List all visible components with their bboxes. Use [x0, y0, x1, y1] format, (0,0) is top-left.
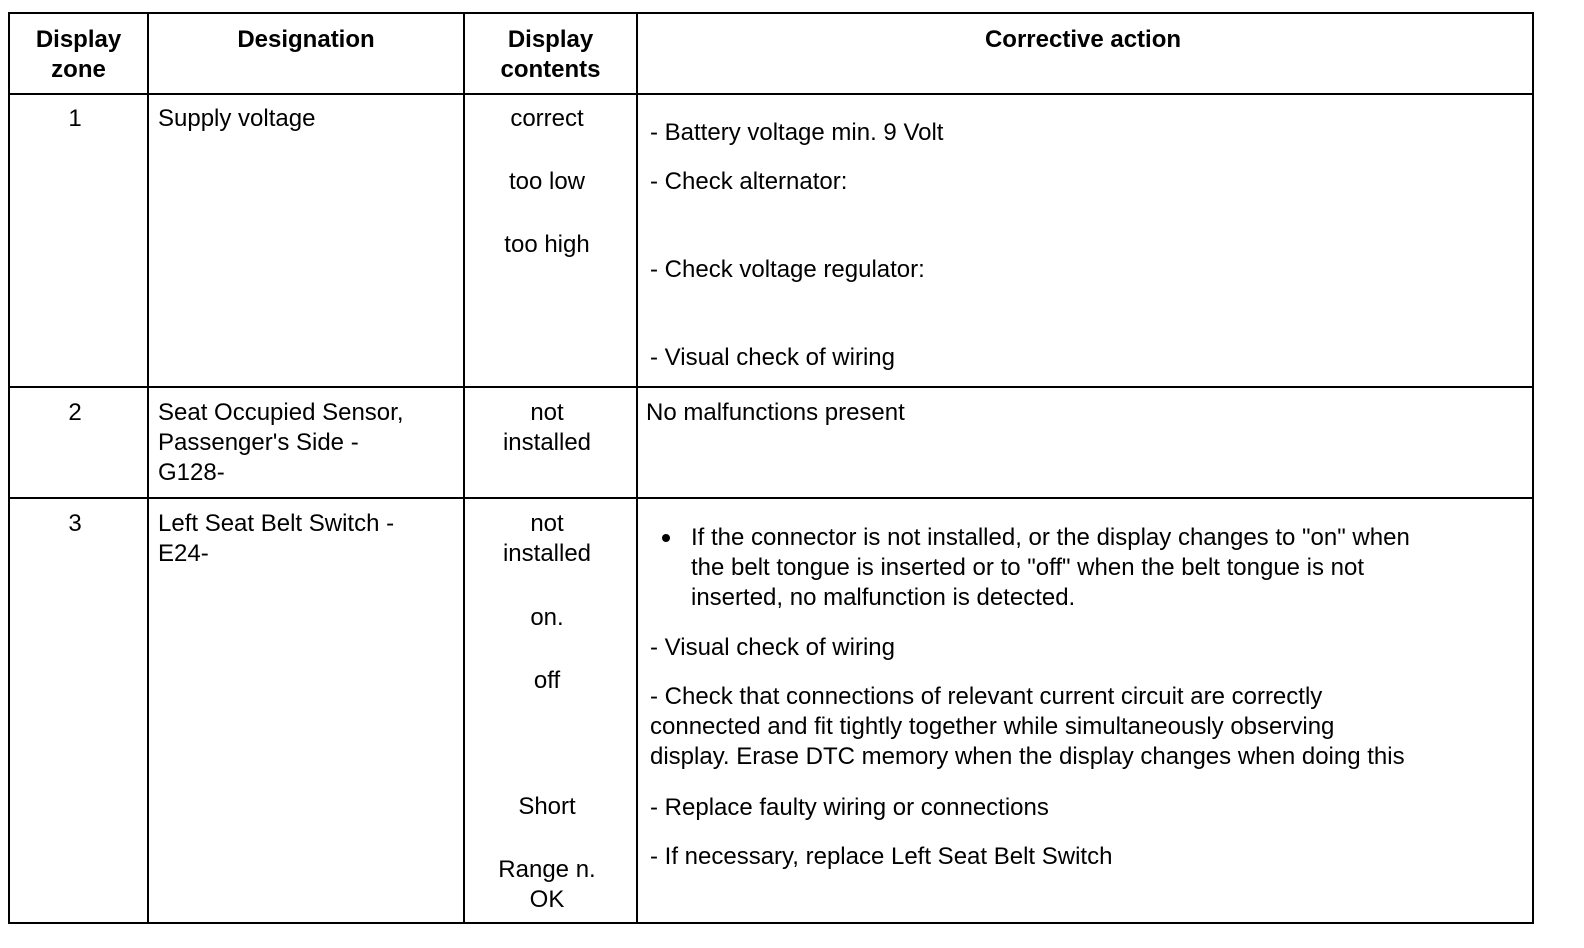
row-divider	[10, 386, 1532, 388]
header-designation: Designation	[237, 26, 375, 53]
row3-content: on.	[530, 604, 564, 631]
diagnostic-table: Display zone Designation Display content…	[8, 12, 1534, 924]
row3-designation: Left Seat Belt Switch - E24-	[158, 509, 394, 569]
column-divider	[463, 14, 465, 922]
bullet-line: inserted, no malfunction is detected.	[691, 584, 1076, 611]
row1-action: - Visual check of wiring	[650, 344, 895, 371]
content-line: Range n.	[498, 856, 596, 883]
column-divider	[147, 14, 149, 922]
row-divider	[10, 497, 1532, 499]
content-line: not	[530, 399, 564, 426]
row2-designation: Seat Occupied Sensor, Passenger's Side -…	[158, 398, 403, 488]
designation-line: Passenger's Side -	[158, 429, 359, 456]
header-text: Display	[35, 26, 122, 53]
row3-bullet-text: If the connector is not installed, or th…	[691, 523, 1410, 613]
row-divider	[10, 93, 1532, 95]
row1-action: - Check voltage regulator:	[650, 256, 925, 283]
row2-zone: 2	[68, 399, 82, 426]
header-display-zone: Display zone	[10, 25, 147, 85]
row1-action: - Battery voltage min. 9 Volt	[650, 119, 944, 146]
designation-line: G128-	[158, 459, 225, 486]
row2-action: No malfunctions present	[646, 399, 905, 426]
row3-content: not installed	[465, 509, 629, 569]
row3-action: - If necessary, replace Left Seat Belt S…	[650, 843, 1113, 870]
action-line: connected and fit tightly together while…	[650, 713, 1335, 740]
content-line: not	[530, 510, 564, 537]
designation-line: Left Seat Belt Switch -	[158, 510, 395, 537]
row3-action: - Check that connections of relevant cur…	[650, 682, 1405, 772]
column-divider	[636, 14, 638, 922]
row3-content: Range n. OK	[465, 855, 629, 915]
content-line: installed	[502, 429, 592, 456]
header-text: contents	[500, 56, 601, 83]
bullet-icon	[662, 534, 670, 542]
bullet-line: the belt tongue is inserted or to "off" …	[691, 554, 1365, 581]
row3-content: off	[533, 667, 561, 694]
row1-content: too high	[504, 231, 590, 258]
designation-line: Seat Occupied Sensor,	[158, 399, 404, 426]
row1-zone: 1	[68, 105, 82, 132]
content-line: OK	[529, 886, 565, 913]
row3-action: - Replace faulty wiring or connections	[650, 794, 1049, 821]
row1-action: - Check alternator:	[650, 168, 848, 195]
content-line: installed	[502, 540, 592, 567]
bullet-line: If the connector is not installed, or th…	[691, 524, 1410, 551]
action-line: display. Erase DTC memory when the displ…	[650, 743, 1405, 770]
header-text: zone	[51, 56, 106, 83]
action-line: - Check that connections of relevant cur…	[650, 683, 1323, 710]
row1-designation: Supply voltage	[158, 105, 316, 132]
header-corrective-action: Corrective action	[984, 26, 1182, 53]
row3-content: Short	[518, 793, 576, 820]
row1-content: correct	[510, 105, 584, 132]
designation-line: E24-	[158, 540, 209, 567]
header-display-contents: Display contents	[465, 25, 636, 85]
row3-action: - Visual check of wiring	[650, 634, 895, 661]
row2-content: not installed	[465, 398, 629, 458]
row3-zone: 3	[68, 510, 82, 537]
row1-content: too low	[508, 168, 586, 195]
header-text: Display	[507, 26, 594, 53]
